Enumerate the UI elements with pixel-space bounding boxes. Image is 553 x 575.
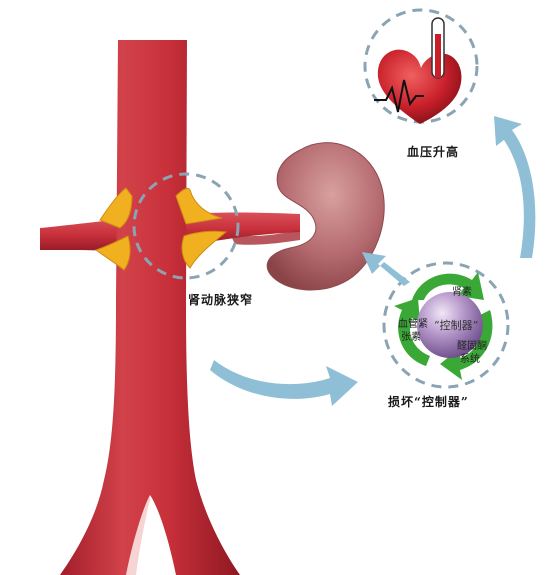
plaque-right-lower [181, 230, 228, 269]
right-renal-artery-lower [230, 230, 300, 245]
kidney [266, 142, 385, 291]
aldosterone-label-line1: 醛固酮 [457, 341, 487, 352]
stenosis-highlight-circle [132, 172, 240, 280]
ecg-line-icon [374, 79, 424, 113]
left-renal-branch [40, 218, 130, 252]
renin-label: 肾素 [452, 287, 472, 298]
label-blood-pressure-rise: 血压升高 [407, 145, 460, 159]
arrow-aorta-to-controller [210, 360, 358, 406]
label-renal-artery-stenosis: 肾动脉狭窄 [188, 293, 254, 307]
thermometer-fill [435, 34, 441, 78]
label-damage-controller: 损坏“控制器” [388, 395, 469, 409]
bifurcation-shadow [126, 495, 150, 575]
recycle-arrow-right [440, 310, 493, 380]
arrow-controller-to-kidney [362, 252, 410, 286]
aorta [60, 40, 240, 575]
plaque-left-lower [94, 235, 131, 271]
recycle-arrow-left [394, 298, 430, 366]
plaque-left-upper [99, 187, 133, 229]
controller-ball [417, 292, 483, 358]
plaque-right-upper [175, 187, 223, 225]
controller-center-label: “控制器” [434, 319, 479, 332]
recycle-arrow-top [412, 272, 484, 300]
angiotensin-label-line2: 张素 [401, 332, 421, 343]
arrow-up-to-heart [494, 116, 536, 258]
angiotensin-label-line1: 血管紧 [398, 319, 428, 330]
aldosterone-label-line2: 系统 [460, 354, 480, 365]
